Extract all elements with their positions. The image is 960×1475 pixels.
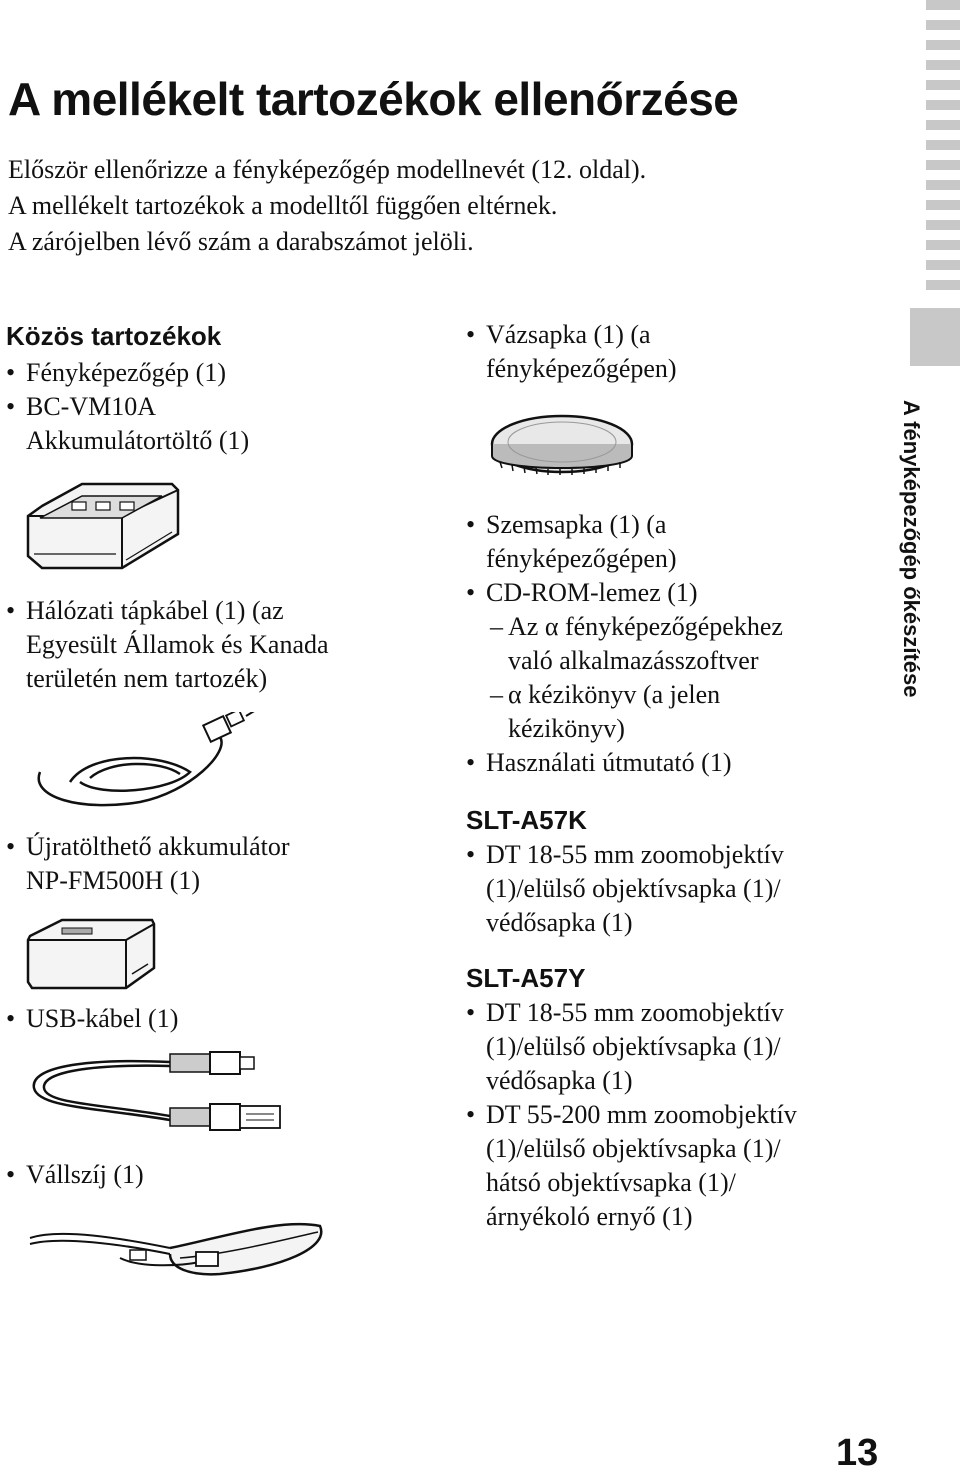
bullet-glyph: • xyxy=(466,510,476,539)
list-item-kit-lens: • DT 18-55 mm zoomobjektív (1)/elülső ob… xyxy=(466,840,784,937)
list-item-eyepiece-cup: • Szemsapka (1) (a fényképezőgépen) xyxy=(466,510,677,573)
list-item-instruction-manual: • Használati útmutató (1) xyxy=(466,746,886,780)
common-accessories-column: Közös tartozékok • Fényképezőgép (1) • B… xyxy=(6,318,446,1298)
list-item-kit-lens: • DT 18-55 mm zoomobjektív (1)/elülső ob… xyxy=(466,998,784,1095)
usb-cable-illustration xyxy=(32,1051,281,1131)
bullet-glyph: • xyxy=(6,1004,16,1033)
intro-line: A zárójelben lévő szám a darabszámot jel… xyxy=(8,227,474,256)
accessories-right-column: • Vázsapka (1) (a fényképezőgépen) • Sze… xyxy=(466,318,886,1234)
intro-line: Először ellenőrizze a fényképezőgép mode… xyxy=(8,155,647,184)
page-number: 13 xyxy=(836,1432,879,1474)
sidebar-section-label: A fényképezőgép őkészítése xyxy=(880,400,940,800)
section-heading-common: Közös tartozékok xyxy=(6,321,222,351)
bullet-glyph: • xyxy=(466,748,476,777)
list-item-power-cord: • Hálózati tápkábel (1) (az Egyesült Áll… xyxy=(6,596,329,693)
body-cap-illustration xyxy=(490,414,634,475)
sub-item-software: – Az α fényképezőgépekhez való alkalmazá… xyxy=(490,612,783,675)
list-item-body-cap: • Vázsapka (1) (a fényképezőgépen) xyxy=(466,320,677,383)
bullet-glyph: • xyxy=(6,1160,16,1189)
list-item-charger: • BC-VM10A Akkumulátortöltő (1) xyxy=(6,392,250,455)
bullet-glyph: • xyxy=(466,998,476,1027)
list-item-strap: • Vállszíj (1) xyxy=(6,1158,446,1192)
sidebar-label-text: A fényképezőgép őkészítése xyxy=(899,400,924,698)
list-item-camera: • Fényképezőgép (1) xyxy=(6,356,446,390)
shoulder-strap-illustration xyxy=(29,1222,323,1276)
list-item-battery: • Újratölthető akkumulátor NP-FM500H (1) xyxy=(6,832,290,895)
list-item-cd-rom: • CD-ROM-lemez (1) xyxy=(466,576,886,610)
sub-item-handbook: – α kézikönyv (a jelen kézikönyv) xyxy=(490,680,721,743)
bullet-glyph: • xyxy=(6,358,16,387)
section-heading-slt-a57y: SLT-A57Y xyxy=(466,963,586,993)
sidebar-stripe-decoration xyxy=(926,0,960,300)
intro-line: A mellékelt tartozékok a modelltől függő… xyxy=(8,191,558,220)
bullet-glyph: • xyxy=(6,392,16,421)
power-cord-illustration xyxy=(37,712,255,807)
bullet-glyph: • xyxy=(466,1100,476,1129)
bullet-glyph: • xyxy=(6,832,16,861)
intro-paragraph: Először ellenőrizze a fényképezőgép mode… xyxy=(8,152,646,260)
page-title: A mellékelt tartozékok ellenőrzése xyxy=(8,73,739,125)
list-item-telephoto-lens: • DT 55-200 mm zoomobjektív (1)/elülső o… xyxy=(466,1100,797,1231)
battery-charger-illustration xyxy=(26,482,180,570)
dash-glyph: – xyxy=(490,680,503,709)
section-heading-slt-a57k: SLT-A57K xyxy=(466,805,587,835)
list-item-usb-cable: • USB-kábel (1) xyxy=(6,1002,446,1036)
bullet-glyph: • xyxy=(466,578,476,607)
dash-glyph: – xyxy=(490,612,503,641)
battery-pack-illustration xyxy=(26,918,156,990)
bullet-glyph: • xyxy=(6,596,16,625)
sidebar-tab-marker xyxy=(910,308,960,366)
bullet-glyph: • xyxy=(466,840,476,869)
bullet-glyph: • xyxy=(466,320,476,349)
